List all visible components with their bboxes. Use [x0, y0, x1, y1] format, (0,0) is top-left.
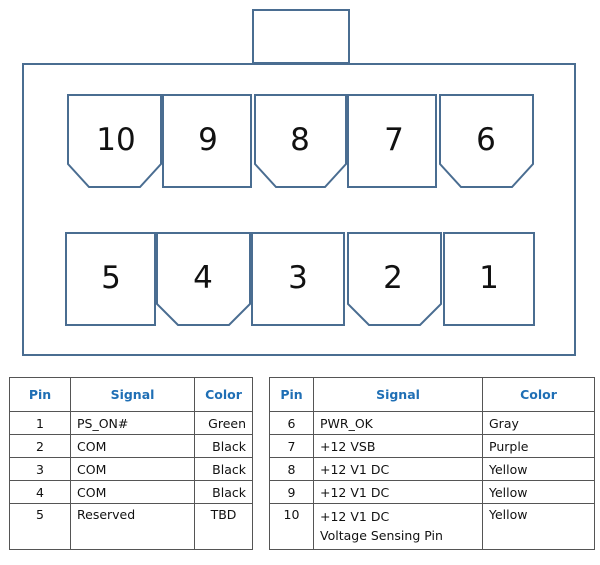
pin-cavity-3: [251, 232, 345, 326]
cell-signal: COM: [70, 457, 195, 481]
cell-signal: +12 V1 DC Voltage Sensing Pin: [313, 503, 483, 550]
cell-signal: +12 V1 DC: [313, 457, 483, 481]
cell-color: Black: [194, 480, 253, 504]
cell-pin: 9: [269, 480, 314, 504]
cell-signal: COM: [70, 480, 195, 504]
cell-pin: 3: [9, 457, 71, 481]
table-row: 7 +12 VSB Purple: [269, 434, 595, 458]
pin-number-label: 7: [384, 122, 404, 158]
pin-number-label: 2: [383, 260, 403, 296]
cell-color: TBD: [194, 503, 253, 550]
cell-color: Purple: [482, 434, 595, 458]
pin-number-label: 10: [96, 122, 135, 158]
connector-diagram: 10 9 8 7 6 5 4 3 2 1: [22, 9, 576, 356]
pin-number-label: 1: [479, 260, 499, 296]
pin-cavity-6: [439, 94, 534, 188]
pin-cavity-5: [65, 232, 156, 326]
table-row: 10 +12 V1 DC Voltage Sensing Pin Yellow: [269, 503, 595, 550]
pin-cavity-4: [156, 232, 251, 326]
table-header-row: Pin Signal Color: [9, 377, 253, 412]
cell-pin: 6: [269, 411, 314, 435]
cell-signal: COM: [70, 434, 195, 458]
pin-cavity-8: [254, 94, 347, 188]
cell-signal: Reserved: [70, 503, 195, 550]
header-signal: Signal: [313, 377, 483, 412]
cell-signal: +12 V1 DC: [313, 480, 483, 504]
cell-signal: +12 VSB: [313, 434, 483, 458]
pin-number-label: 4: [193, 260, 213, 296]
pin-number-label: 9: [198, 122, 218, 158]
table-row: 2 COM Black: [9, 434, 253, 458]
cell-pin: 8: [269, 457, 314, 481]
cell-pin: 10: [269, 503, 314, 550]
table-row: 8 +12 V1 DC Yellow: [269, 457, 595, 481]
cell-signal: PS_ON#: [70, 411, 195, 435]
header-color: Color: [194, 377, 253, 412]
pin-number-label: 3: [288, 260, 308, 296]
cell-color: Yellow: [482, 503, 595, 550]
pin-cavity-10: [67, 94, 162, 188]
cell-signal-line-2: Voltage Sensing Pin: [320, 528, 443, 543]
cell-color: Yellow: [482, 457, 595, 481]
pin-table-right: Pin Signal Color 6 PWR_OK Gray 7 +12 VSB…: [269, 377, 595, 550]
cell-signal-line-1: +12 V1 DC: [320, 509, 390, 524]
pin-cavity-7: [347, 94, 437, 188]
pin-cavity-2: [347, 232, 442, 326]
header-pin: Pin: [269, 377, 314, 412]
cell-color: Black: [194, 457, 253, 481]
cell-pin: 1: [9, 411, 71, 435]
table-row: 3 COM Black: [9, 457, 253, 481]
cell-pin: 5: [9, 503, 71, 550]
connector-latch: [252, 9, 350, 64]
connector-housing: [22, 63, 576, 356]
table-row: 9 +12 V1 DC Yellow: [269, 480, 595, 504]
cell-pin: 2: [9, 434, 71, 458]
pin-number-label: 6: [476, 122, 496, 158]
cell-signal: PWR_OK: [313, 411, 483, 435]
pin-number-label: 8: [290, 122, 310, 158]
cell-color: Green: [194, 411, 253, 435]
header-color: Color: [482, 377, 595, 412]
table-row: 6 PWR_OK Gray: [269, 411, 595, 435]
header-signal: Signal: [70, 377, 195, 412]
table-row: 4 COM Black: [9, 480, 253, 504]
pin-cavity-9: [162, 94, 252, 188]
table-row: 1 PS_ON# Green: [9, 411, 253, 435]
cell-color: Black: [194, 434, 253, 458]
table-header-row: Pin Signal Color: [269, 377, 595, 412]
pin-cavity-1: [443, 232, 535, 326]
cell-pin: 4: [9, 480, 71, 504]
header-pin: Pin: [9, 377, 71, 412]
pin-table-left: Pin Signal Color 1 PS_ON# Green 2 COM Bl…: [9, 377, 253, 550]
table-row: 5 Reserved TBD: [9, 503, 253, 550]
pin-number-label: 5: [101, 260, 121, 296]
cell-color: Gray: [482, 411, 595, 435]
cell-pin: 7: [269, 434, 314, 458]
cell-color: Yellow: [482, 480, 595, 504]
